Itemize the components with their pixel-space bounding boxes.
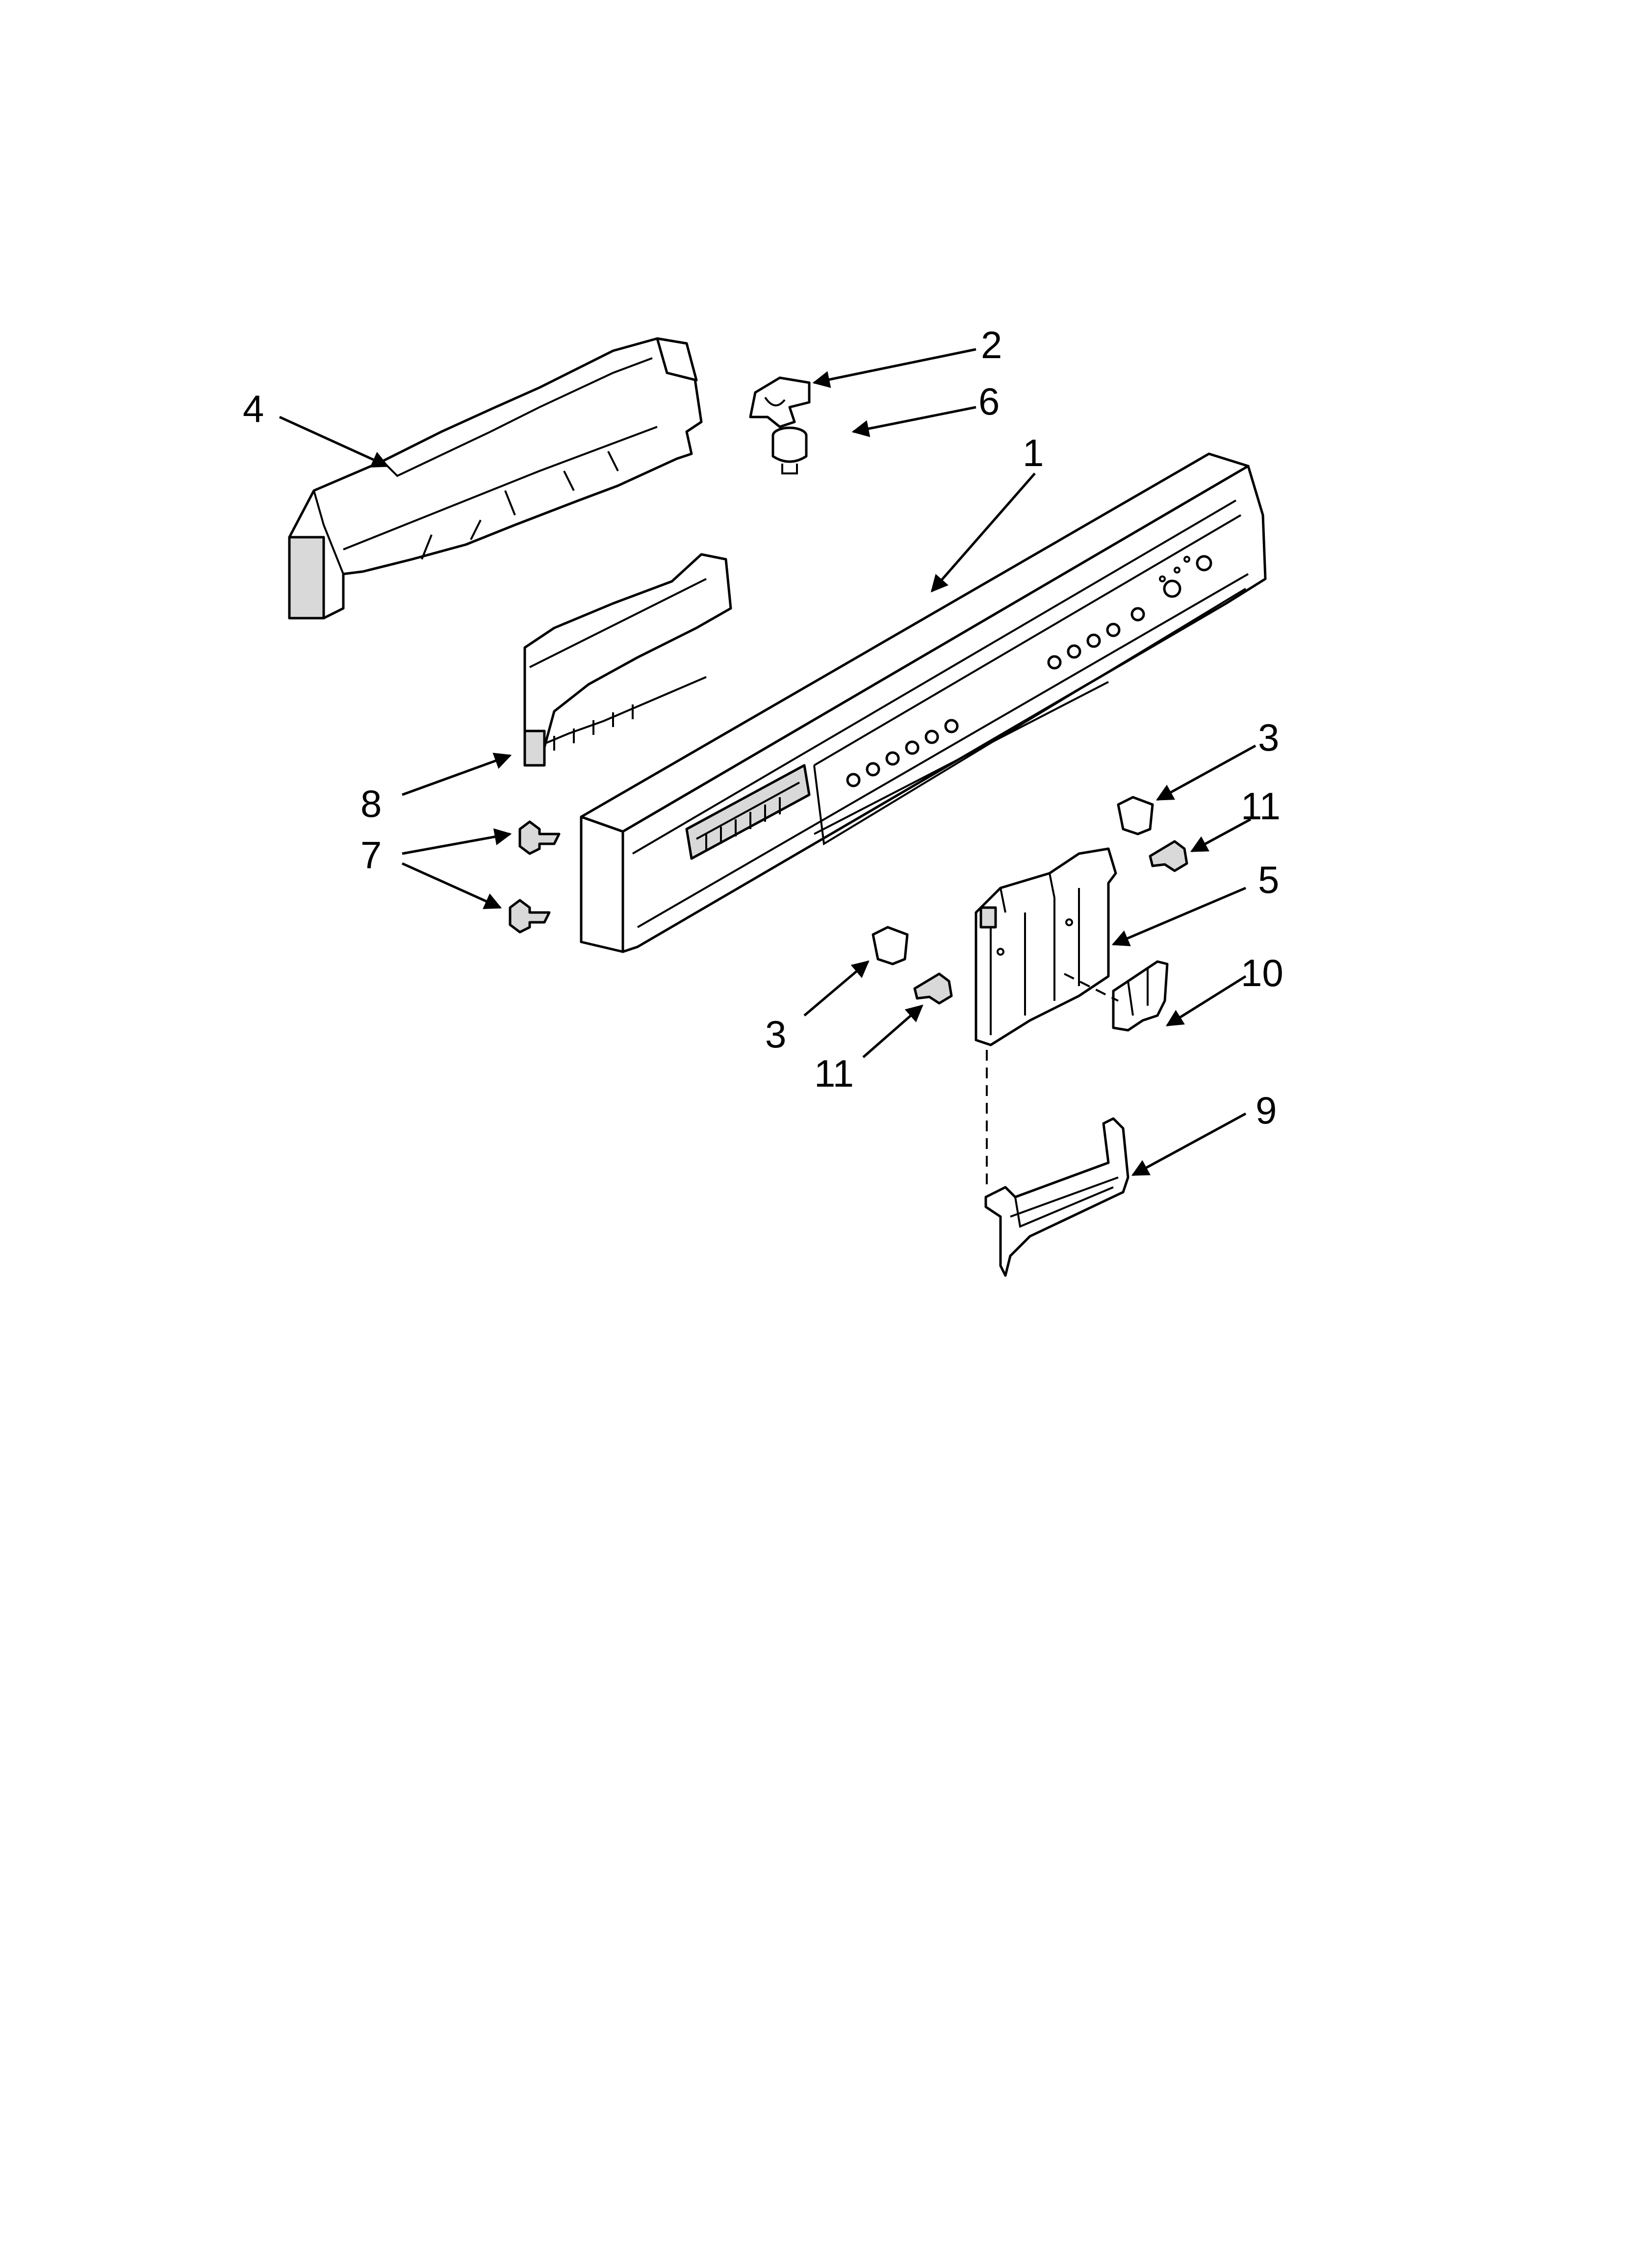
part-3-clips	[872, 796, 1154, 965]
callout-3-left: 3	[765, 1013, 786, 1056]
callout-11-left: 11	[814, 1052, 854, 1095]
part-10-latch	[1112, 960, 1169, 1032]
callout-10: 10	[1241, 951, 1283, 994]
alignment-line-latch-10	[1064, 973, 1119, 1002]
part-4-frame-bracket	[288, 337, 703, 620]
callout-9: 9	[1256, 1089, 1277, 1132]
part-7-screws	[509, 820, 561, 934]
part-11-screws	[913, 840, 1188, 1005]
callout-4: 4	[243, 387, 264, 430]
callout-2: 2	[981, 323, 1002, 366]
callout-labels: 4 2 6 1 8 7 3 11 5 10 9 3 11	[243, 323, 1283, 1132]
callout-1: 1	[1023, 431, 1044, 474]
callout-6: 6	[978, 380, 1000, 423]
part-8-control-board	[523, 553, 732, 767]
leader-lines	[279, 348, 1257, 1176]
callout-8: 8	[360, 782, 382, 825]
callout-7: 7	[360, 834, 382, 877]
part-5-mounting-bracket	[975, 847, 1117, 1046]
callout-5: 5	[1258, 858, 1279, 901]
part-1-control-panel	[580, 452, 1267, 953]
callout-11-right: 11	[1241, 784, 1281, 828]
part-9-bottom-bracket	[984, 1117, 1129, 1277]
callout-3-right: 3	[1258, 716, 1279, 759]
part-6-knob	[771, 426, 808, 474]
part-2-clip	[749, 376, 811, 428]
